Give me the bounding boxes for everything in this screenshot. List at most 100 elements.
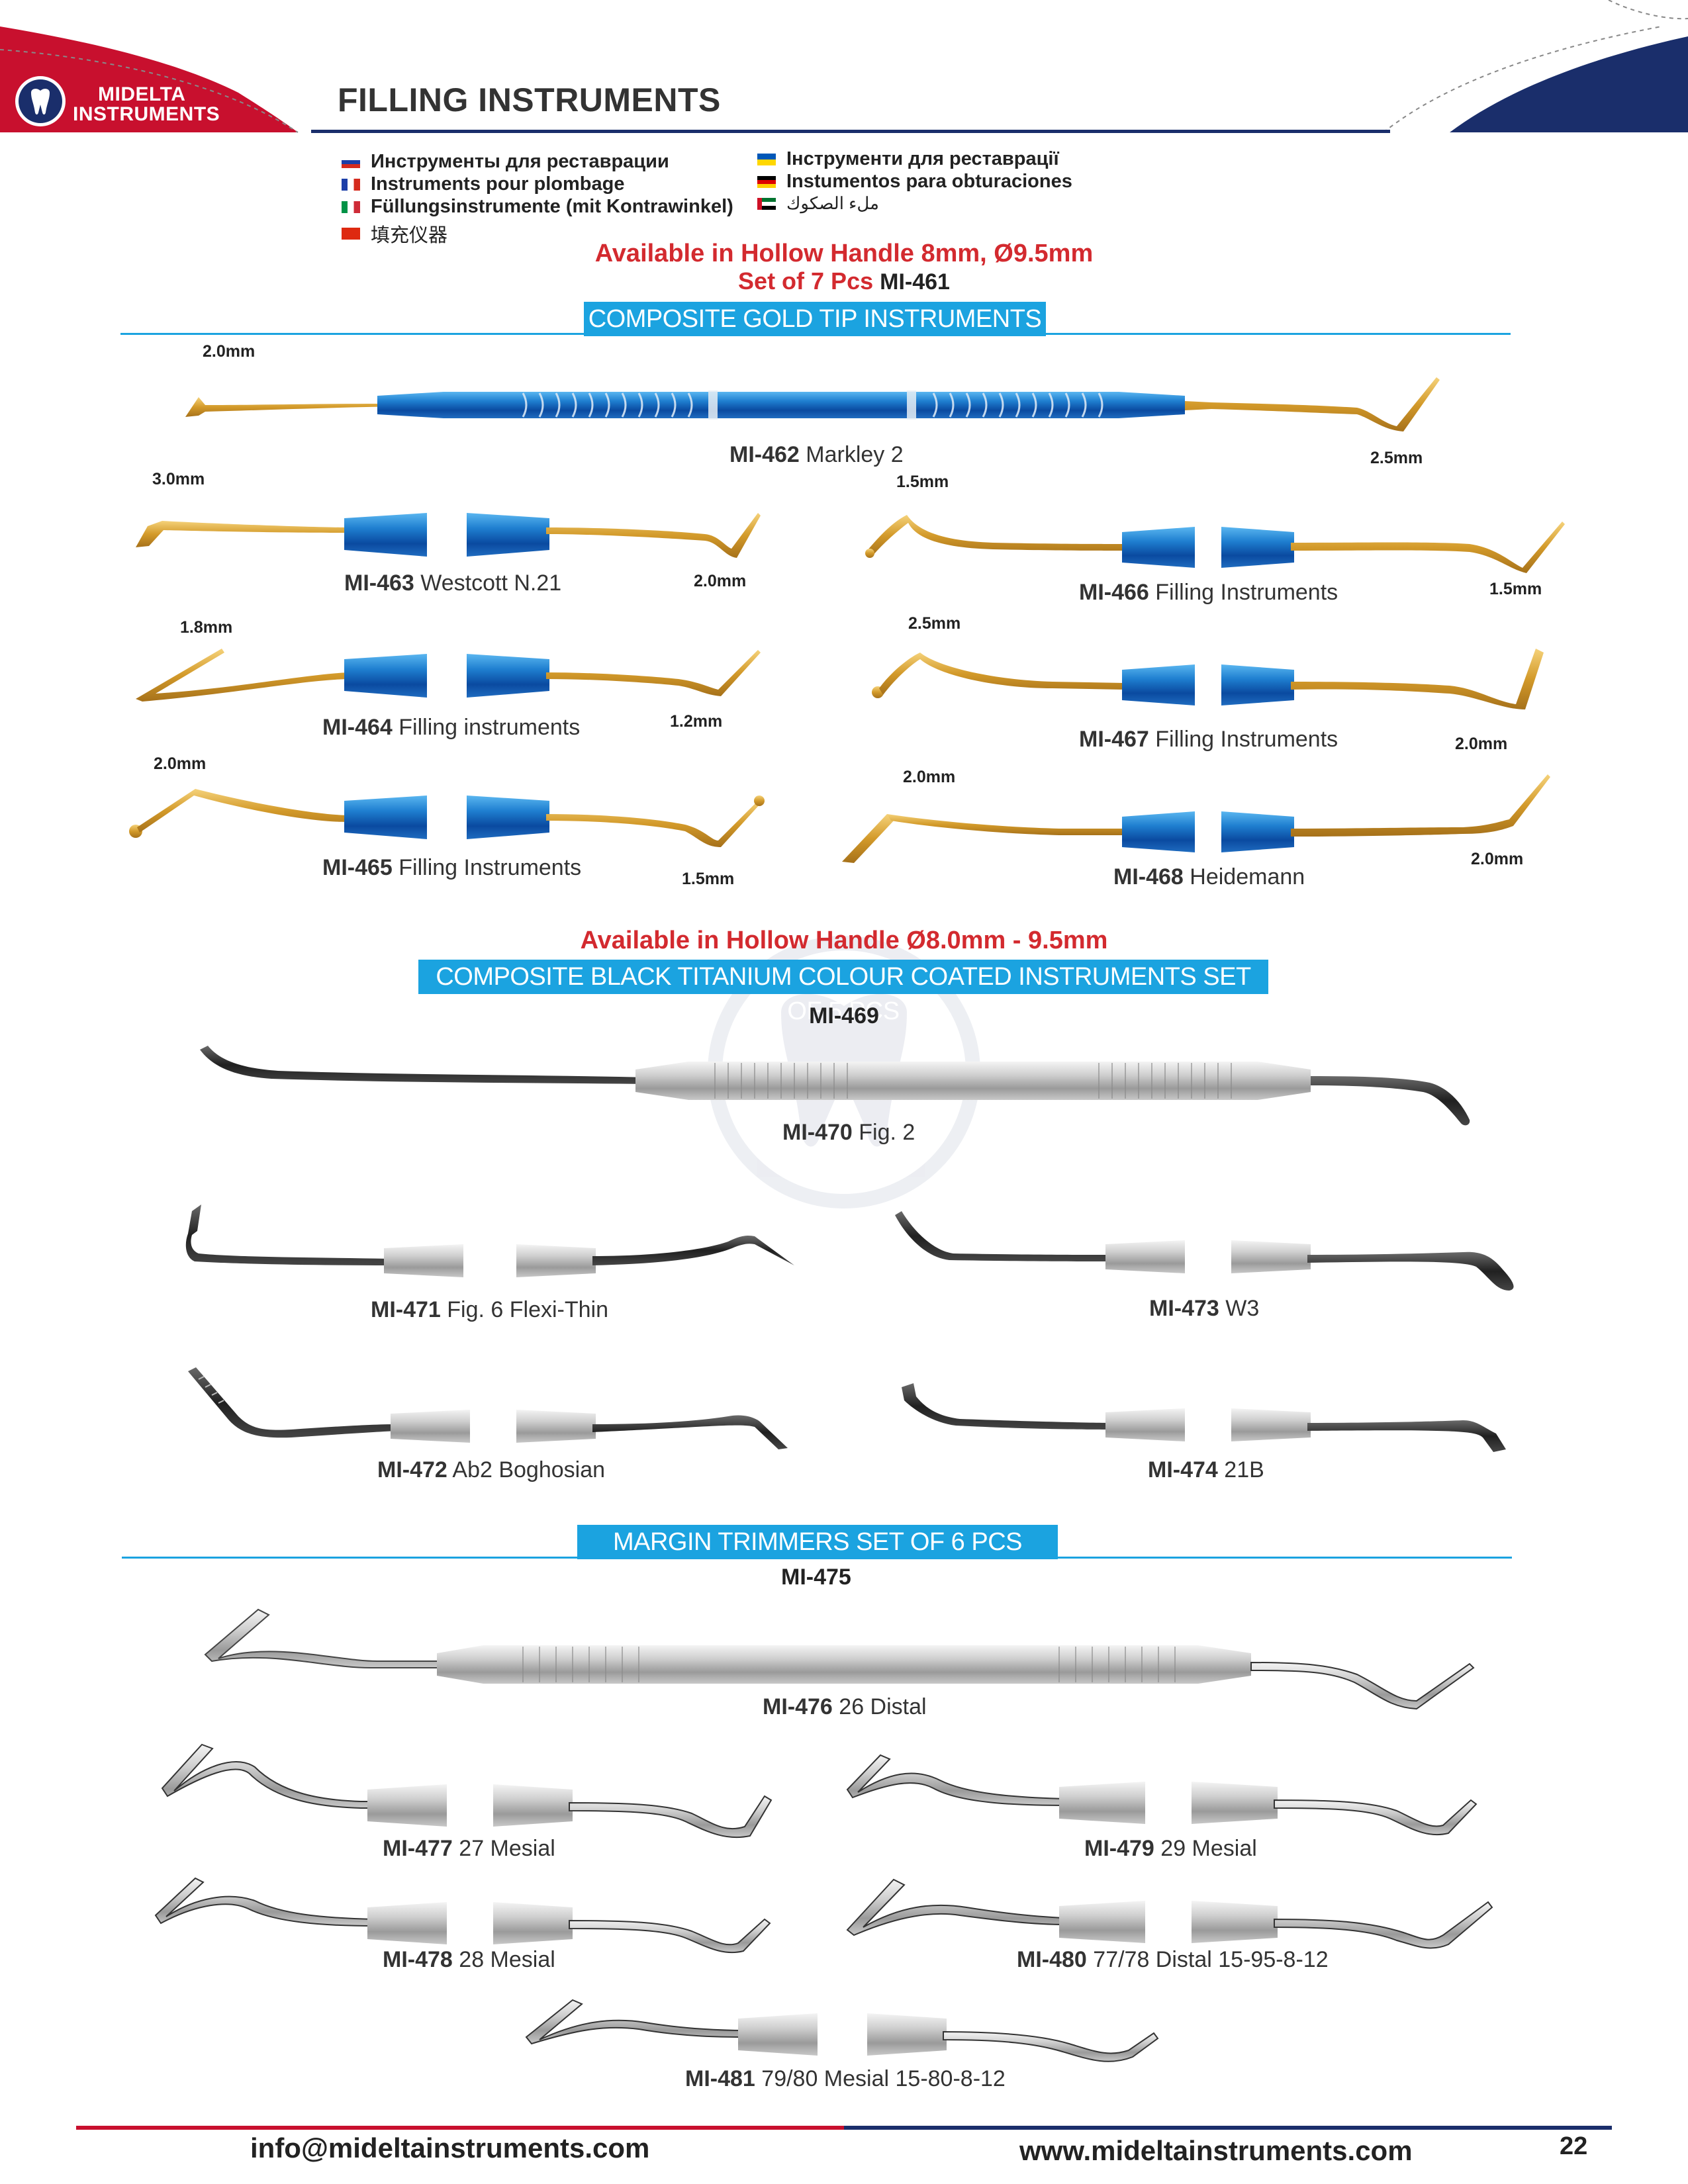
ukraine-flag-icon bbox=[757, 153, 776, 165]
mi-481-name: 79/80 Mesial 15-80-8-12 bbox=[761, 2066, 1006, 2091]
instrument-mi-463-image bbox=[136, 513, 761, 558]
mi-468-dim-right: 2.0mm bbox=[1471, 850, 1524, 868]
mi-481-code: MI-481 bbox=[685, 2066, 755, 2091]
language-item-fr: Instruments pour plombage bbox=[342, 173, 624, 195]
mi-478-code: MI-478 bbox=[383, 1947, 453, 1972]
mi-474-code: MI-474 bbox=[1148, 1457, 1218, 1482]
section1-set-code: MI-461 bbox=[880, 269, 950, 295]
mi-467-dim-right: 2.0mm bbox=[1455, 735, 1508, 753]
mi-476-label: MI-476 26 Distal bbox=[763, 1694, 927, 1720]
section2-set-code: MI-469 bbox=[809, 1003, 879, 1028]
instrument-mi-464-image bbox=[136, 649, 761, 702]
mi-480-label: MI-480 77/78 Distal 15-95-8-12 bbox=[1017, 1947, 1329, 1973]
instrument-mi-474-image bbox=[902, 1383, 1506, 1452]
page-title: FILLING INSTRUMENTS bbox=[338, 81, 721, 118]
mi-462-dim-right: 2.5mm bbox=[1370, 449, 1423, 467]
language-item-es: Instumentos para obturaciones bbox=[757, 171, 1072, 193]
instrument-mi-468-image bbox=[842, 774, 1550, 863]
language-item-ru: Инструменты для реставрации bbox=[342, 151, 669, 173]
mi-470-name: Fig. 2 bbox=[859, 1120, 915, 1145]
mi-468-name: Heidemann bbox=[1190, 864, 1305, 889]
mi-462-name: Markley 2 bbox=[806, 442, 904, 467]
mi-473-name: W3 bbox=[1225, 1296, 1260, 1321]
instrument-mi-476-image bbox=[204, 1608, 1475, 1710]
mi-471-name: Fig. 6 Flexi-Thin bbox=[447, 1297, 609, 1322]
mi-466-dim-left: 1.5mm bbox=[896, 473, 949, 491]
section1-set-label: Set of 7 Pcs bbox=[738, 267, 874, 295]
instrument-mi-478-image bbox=[154, 1877, 771, 1954]
footer-email-link[interactable]: info@mideltainstruments.com bbox=[250, 2132, 650, 2163]
mi-465-name: Filling Instruments bbox=[399, 855, 582, 880]
mi-468-dim-left: 2.0mm bbox=[903, 768, 956, 786]
mi-467-label: MI-467 Filling Instruments bbox=[1079, 727, 1338, 752]
mi-477-label: MI-477 27 Mesial bbox=[383, 1836, 555, 1862]
language-item-cn: 填充仪器 bbox=[342, 220, 447, 248]
instrument-mi-477-image bbox=[161, 1743, 773, 1839]
header-blue-shape bbox=[1383, 0, 1688, 133]
instrument-mi-480-image bbox=[846, 1878, 1493, 1949]
mi-462-dim-left: 2.0mm bbox=[203, 342, 256, 361]
page-number: 22 bbox=[1560, 2132, 1588, 2160]
footer-website-link[interactable]: www.mideltainstruments.com bbox=[1019, 2135, 1413, 2166]
language-list: Инструменты для реставрации Instruments … bbox=[0, 0, 1688, 251]
mi-465-label: MI-465 Filling Instruments bbox=[322, 855, 581, 881]
mi-467-dim-left: 2.5mm bbox=[908, 614, 961, 633]
instrument-mi-467-image bbox=[872, 649, 1544, 709]
instrument-mi-481-image bbox=[525, 1999, 1159, 2062]
mi-480-code: MI-480 bbox=[1017, 1947, 1087, 1972]
section1-set-line: Set of 7 Pcs MI-461 bbox=[0, 267, 1688, 295]
instrument-mi-470-image bbox=[200, 1046, 1470, 1126]
mi-463-dim-right: 2.0mm bbox=[694, 572, 747, 590]
france-flag-icon bbox=[342, 178, 360, 191]
instrument-mi-462-image bbox=[185, 377, 1440, 432]
mi-478-label: MI-478 28 Mesial bbox=[383, 1947, 555, 1973]
mi-463-dim-left: 3.0mm bbox=[152, 470, 205, 488]
mi-478-name: 28 Mesial bbox=[459, 1947, 555, 1972]
italy-flag-icon bbox=[342, 201, 360, 213]
mi-465-dim-right: 1.5mm bbox=[682, 870, 735, 888]
mi-464-name: Filling instruments bbox=[399, 715, 581, 740]
mi-464-code: MI-464 bbox=[322, 715, 393, 740]
footer-rule-blue bbox=[844, 2126, 1612, 2130]
mi-463-name: Westcott N.21 bbox=[420, 570, 562, 596]
mi-474-name: 21B bbox=[1224, 1457, 1264, 1482]
mi-466-dim-right: 1.5mm bbox=[1489, 580, 1542, 598]
mi-468-label: MI-468 Heidemann bbox=[1113, 864, 1305, 890]
mi-481-label: MI-481 79/80 Mesial 15-80-8-12 bbox=[685, 2066, 1006, 2092]
mi-472-code: MI-472 bbox=[377, 1457, 447, 1482]
section3-set-code: MI-475 bbox=[781, 1565, 851, 1590]
mi-474-label: MI-474 21B bbox=[1148, 1457, 1264, 1483]
mi-467-code: MI-467 bbox=[1079, 727, 1149, 752]
mi-466-label: MI-466 Filling Instruments bbox=[1079, 580, 1338, 606]
mi-473-code: MI-473 bbox=[1149, 1296, 1219, 1321]
brand-logo-icon bbox=[15, 76, 66, 126]
mi-476-name: 26 Distal bbox=[839, 1694, 927, 1719]
instrument-mi-466-image bbox=[865, 515, 1565, 573]
mi-464-label: MI-464 Filling instruments bbox=[322, 715, 580, 741]
mi-463-label: MI-463 Westcott N.21 bbox=[344, 570, 561, 596]
germany-flag-icon bbox=[757, 175, 776, 188]
header-red-shape bbox=[0, 26, 299, 133]
brand-name: MIDELTA INSTRUMENTS bbox=[73, 85, 220, 124]
mi-463-code: MI-463 bbox=[344, 570, 414, 596]
mi-473-label: MI-473 W3 bbox=[1149, 1296, 1259, 1322]
mi-470-label: MI-470 Fig. 2 bbox=[782, 1120, 915, 1146]
mi-479-name: 29 Mesial bbox=[1160, 1836, 1257, 1861]
instrument-mi-479-image bbox=[846, 1754, 1477, 1836]
section1-availability: Available in Hollow Handle 8mm, Ø9.5mm bbox=[594, 240, 1094, 267]
instrument-mi-465-image bbox=[129, 789, 765, 847]
china-flag-icon bbox=[342, 228, 360, 240]
section1-banner: COMPOSITE GOLD TIP INSTRUMENTS bbox=[584, 302, 1046, 336]
mi-470-code: MI-470 bbox=[782, 1120, 853, 1145]
brand-line-2: INSTRUMENTS bbox=[73, 103, 220, 125]
language-item-ua: Інструменти для реставрації bbox=[757, 148, 1059, 170]
mi-477-name: 27 Mesial bbox=[459, 1836, 555, 1861]
language-item-de: Füllungsinstrumente (mit Kontrawinkel) bbox=[342, 196, 733, 218]
instrument-mi-471-image bbox=[185, 1205, 794, 1277]
mi-471-label: MI-471 Fig. 6 Flexi-Thin bbox=[371, 1297, 608, 1323]
russia-flag-icon bbox=[342, 156, 360, 168]
uae-flag-icon bbox=[757, 197, 776, 210]
section2-availability: Available in Hollow Handle Ø8.0mm - 9.5m… bbox=[580, 927, 1108, 954]
mi-472-name: Ab2 Boghosian bbox=[452, 1457, 606, 1482]
mi-477-code: MI-477 bbox=[383, 1836, 453, 1861]
